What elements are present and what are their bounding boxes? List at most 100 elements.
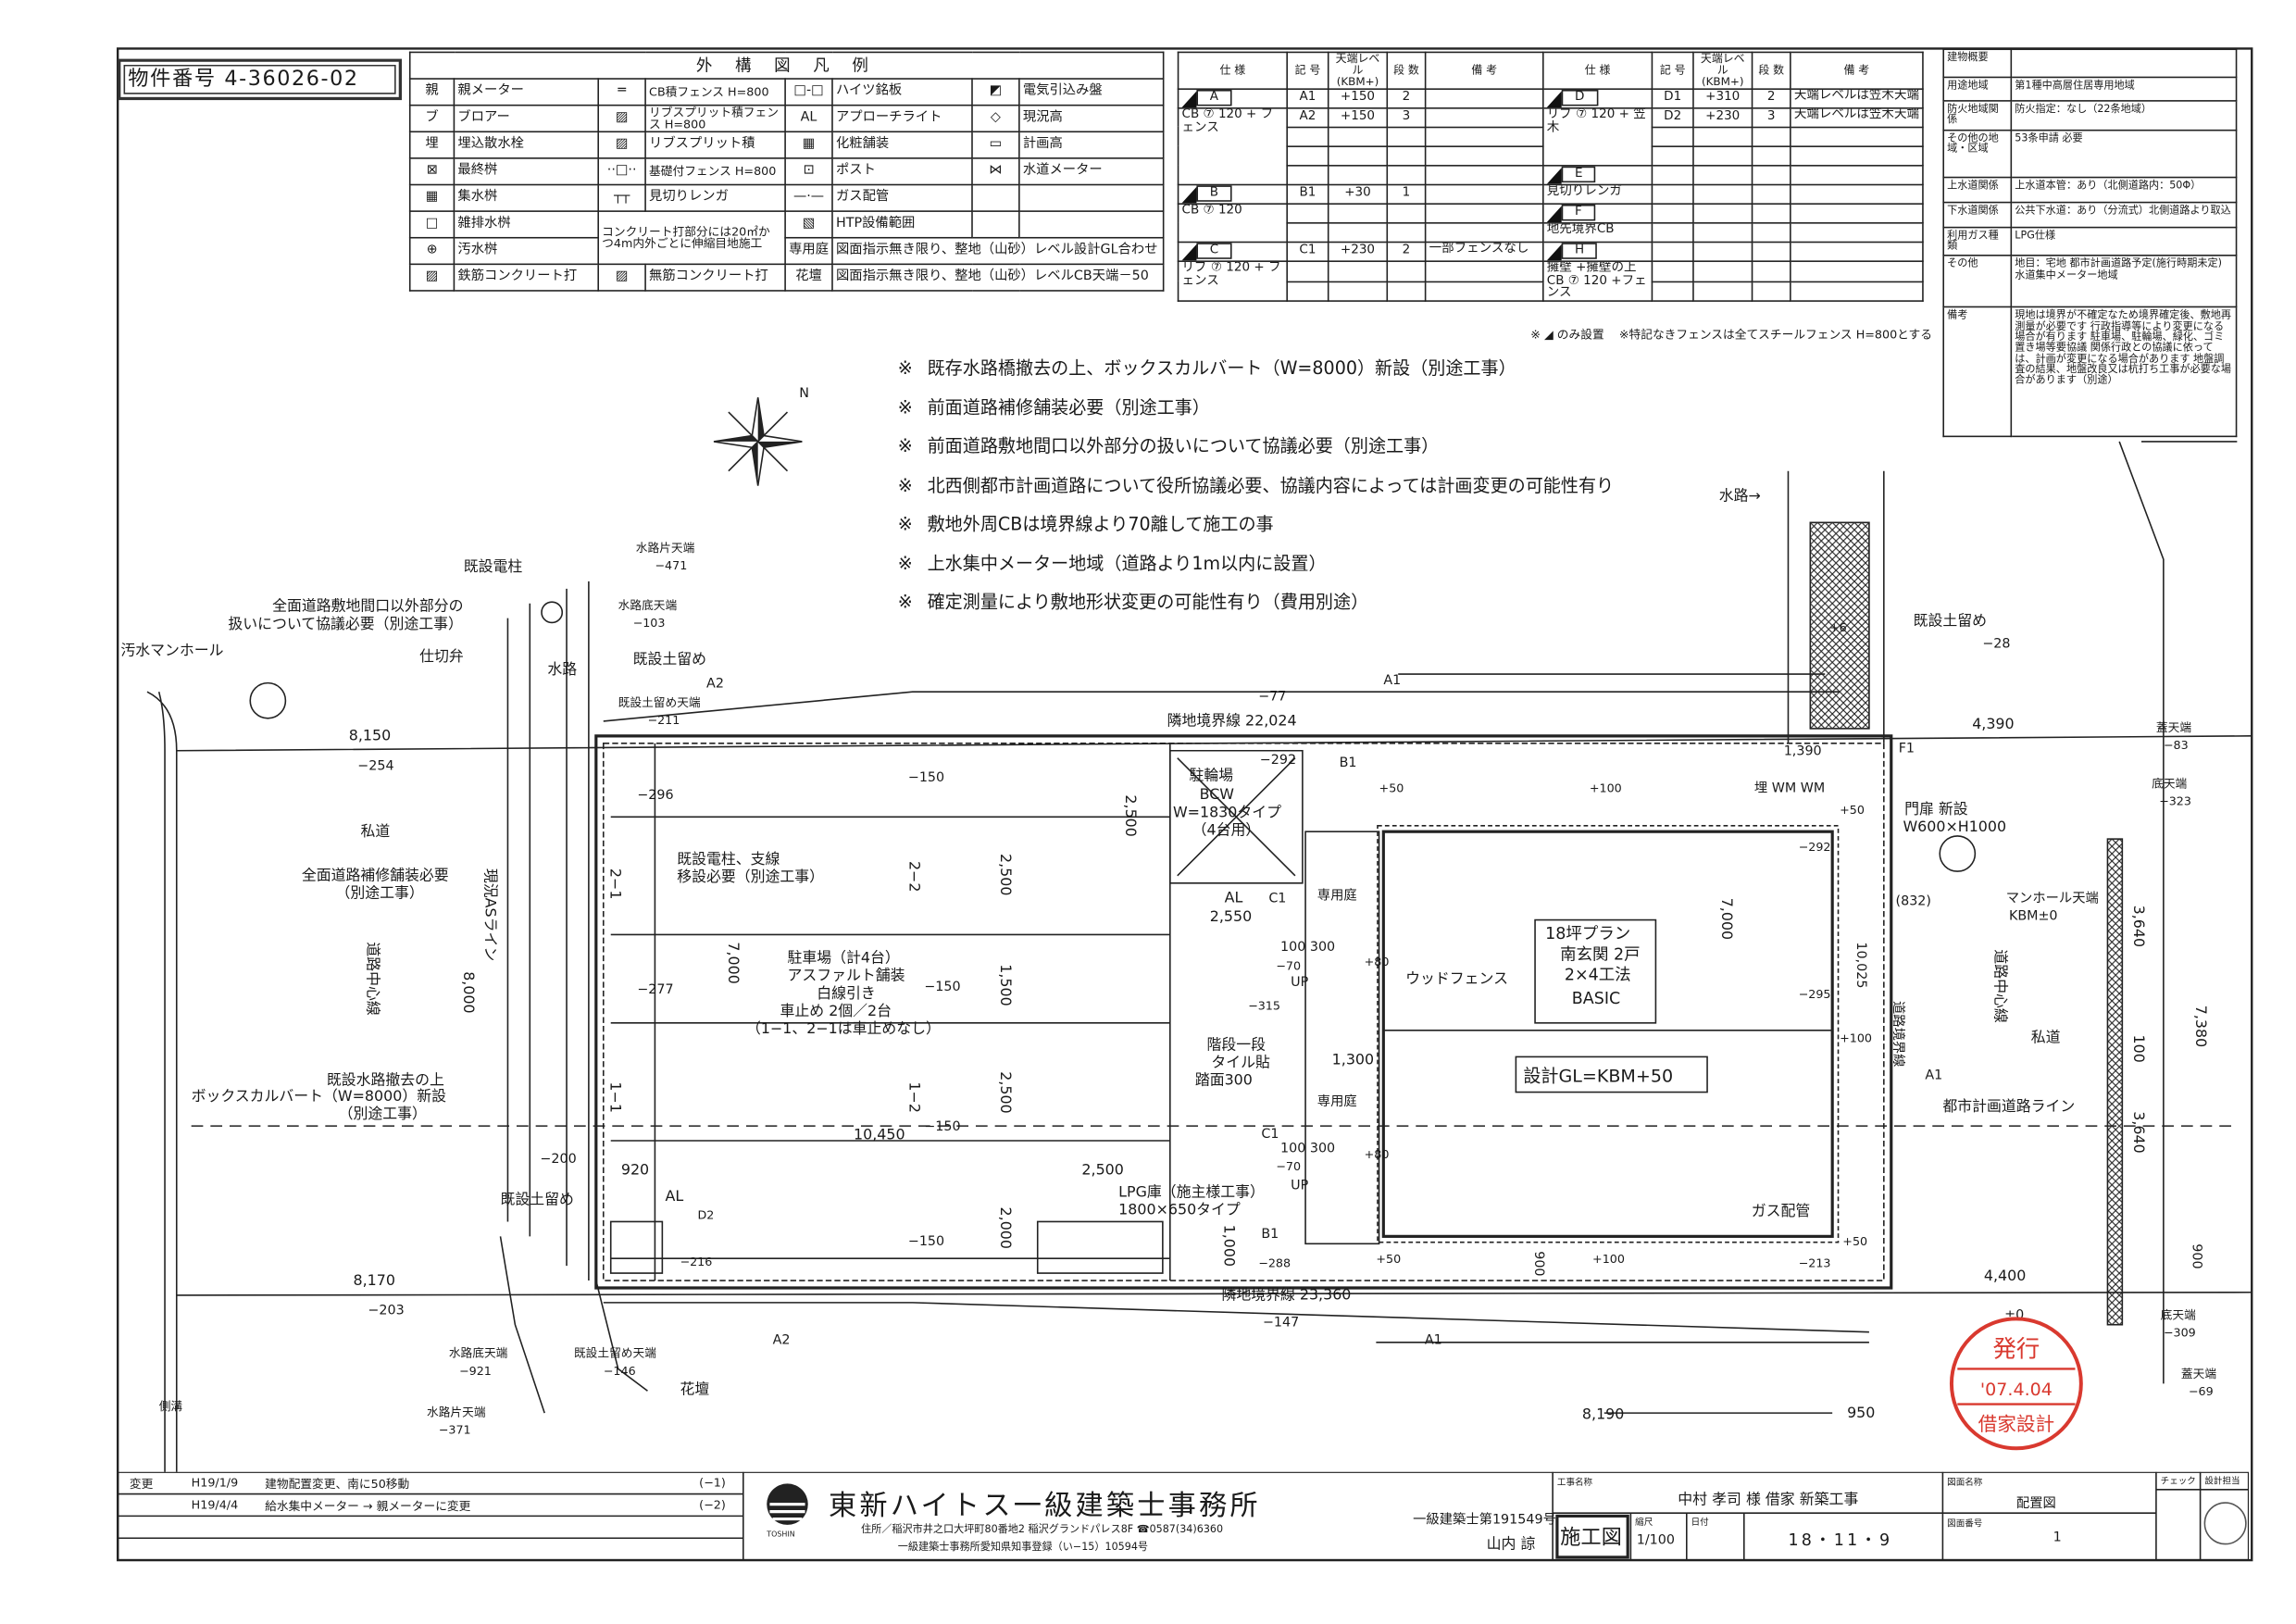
- legend-symbol: ▭: [971, 131, 1020, 159]
- legend-label: HTP設備範囲: [831, 210, 973, 239]
- architect-number: 一級建築士第191549号: [1413, 1513, 1556, 1529]
- legend-label: 基礎付フェンス H=800: [644, 157, 786, 186]
- spec-tag: F: [1546, 205, 1596, 221]
- spec-note: 天端レベルは笠木天端: [1790, 87, 1924, 109]
- label-d8000: 8,000: [460, 971, 478, 1013]
- spec-desc: 見切りレンガ: [1542, 183, 1653, 205]
- label-mh2: KBM±0: [2009, 909, 2058, 924]
- label-plan3: 2×4工法: [1565, 967, 1631, 985]
- spec-empty: [1327, 280, 1389, 303]
- label-bike1: 駐輪場: [1189, 767, 1233, 784]
- spec-steps: 2: [1386, 87, 1427, 109]
- note-mark: ※: [897, 435, 913, 456]
- spec-empty: [1286, 259, 1329, 282]
- label-plan4: BASIC: [1572, 990, 1620, 1008]
- label-d950: 950: [1847, 1404, 1875, 1421]
- label-d2500c: 2,500: [997, 1071, 1015, 1113]
- note-text: 前面道路補修舗装必要（別途工事）: [927, 396, 1210, 418]
- legend-symbol: ··□··: [597, 157, 646, 186]
- label-private1: 私道: [360, 822, 390, 840]
- spec-empty: [1327, 259, 1389, 282]
- spec-empty: [1424, 259, 1544, 282]
- label-b1a: B1: [1261, 1227, 1279, 1242]
- spec-empty: [1790, 259, 1924, 282]
- note-mark: ※: [897, 357, 913, 379]
- legend-label: CB積フェンス H=800: [644, 78, 786, 106]
- overview-row: 建物概要: [1942, 48, 2238, 79]
- label-park3: 白線引き: [817, 984, 876, 1002]
- manhole-right-icon: [1939, 835, 1977, 872]
- legend-symbol: ▨: [597, 263, 646, 292]
- lpg-storage: [1036, 1220, 1164, 1274]
- label-woodfence: ウッドフェンス: [1405, 969, 1508, 987]
- spec-cell: B: [1177, 183, 1288, 205]
- label-park1: 駐車場（計4台）: [787, 949, 899, 967]
- spec-empty: [1692, 202, 1753, 224]
- legend-row: ⊠最終桝··□··基礎付フェンス H=800⊡ポスト⋈水道メーター: [408, 157, 1165, 186]
- title-block: 変更 H19/1/9 建物配置変更、南に50移動 (−1) H19/4/4 給水…: [118, 1471, 2250, 1561]
- spec-empty: [1692, 144, 1753, 167]
- note-text: 北西側都市計画道路について役所協議必要、協議内容によっては計画変更の可能性有り: [927, 474, 1615, 495]
- legend-label: 図面指示無き限り、整地（山砂）レベルCB天端－50: [831, 263, 1165, 292]
- overview-row: 下水道関係公共下水道：あり（分流式）北側道路より取込: [1942, 201, 2238, 228]
- spec-steps: 2: [1751, 87, 1791, 109]
- spec-empty: [1286, 280, 1329, 303]
- spec-cell: E: [1542, 164, 1653, 185]
- overview-key: 下水道関係: [1942, 201, 2013, 228]
- label-p100c: +100: [1590, 781, 1622, 794]
- toshin-logo-icon: [767, 1483, 808, 1525]
- spec-row: [1179, 280, 1924, 303]
- spec-row: リブ ⑦ 120 + フェンス擁壁 +擁壁の上 CB ⑦ 120 +フェンス: [1177, 259, 1924, 303]
- spec-empty: [1751, 280, 1791, 303]
- label-al2: AL: [666, 1187, 684, 1205]
- spec-empty: [1386, 144, 1427, 167]
- title-block-lines: [118, 1471, 2250, 1561]
- label-bot1v: −323: [2159, 794, 2191, 808]
- label-lid1: 蓋天端: [2156, 720, 2191, 734]
- site-labels: 既設電柱全面道路敷地間口以外部分の扱いについて協議必要（別途工事）汚水マンホール…: [120, 486, 2216, 1436]
- legend-symbol: 花壇: [784, 263, 833, 292]
- label-s100b: 100 300: [1280, 1142, 1335, 1156]
- spec-empty: [1692, 241, 1753, 262]
- spec-cell: C: [1177, 241, 1288, 262]
- legend-symbol: —·—: [784, 183, 833, 212]
- note-item: ※既存水路橋撤去の上、ボックスカルバート（W=8000）新設（別途工事）: [898, 349, 1628, 388]
- drawing-name: 配置図: [2015, 1496, 2056, 1512]
- legend-symbol: □: [408, 210, 455, 239]
- label-center1: 道路中心線: [364, 942, 381, 1016]
- label-d832: (832): [1896, 894, 1931, 909]
- drawing-no: 1: [2053, 1530, 2062, 1546]
- label-repave2: （別途工事）: [335, 884, 423, 902]
- label-d3640a: 3,640: [2130, 906, 2148, 947]
- overview-key: 防火地域関係: [1942, 100, 2013, 131]
- date-value: 18・11・9: [1788, 1530, 1893, 1550]
- label-gl: 設計GL=KBM+50: [1523, 1066, 1673, 1086]
- label-d2500b: 2,500: [997, 854, 1015, 895]
- label-b1b: B1: [1340, 756, 1357, 770]
- spec-empty: [1790, 221, 1924, 243]
- spec-empty: [1751, 164, 1791, 185]
- spec-steps: 2: [1386, 241, 1427, 262]
- project-label: 工事名称: [1556, 1478, 1593, 1489]
- legend-label: 化粧舗装: [831, 131, 973, 159]
- legend-symbol: ┬┬: [597, 183, 646, 212]
- label-p50b: +50: [1842, 1234, 1867, 1248]
- label-d3640b: 3,640: [2130, 1111, 2148, 1153]
- spec-cell: F: [1542, 202, 1653, 224]
- label-stair2: タイル貼: [1211, 1054, 1270, 1071]
- spec-empty: [1790, 144, 1924, 167]
- label-d10450: 10,450: [854, 1125, 905, 1143]
- spec-code: D1: [1651, 87, 1694, 109]
- legend-symbol: ▦: [784, 131, 833, 159]
- label-wk1: 水路片天端: [636, 541, 695, 555]
- gl-label-box: [1515, 1056, 1708, 1093]
- spec-note: 天端レベルは笠木天端: [1790, 106, 1924, 128]
- spec-header: 天端レベル (KBM+): [1692, 51, 1753, 90]
- spec-header: 段 数: [1386, 51, 1427, 90]
- label-retain3: 既設土留め: [500, 1190, 573, 1207]
- issue-stamp: 発行 '07.4.04 借家設計: [1949, 1317, 2083, 1451]
- label-center2: 道路中心線: [1992, 949, 2010, 1023]
- note-text: 敷地外周CBは境界線より70離して施工の事: [927, 513, 1274, 535]
- label-lv70b: −70: [1276, 1159, 1301, 1173]
